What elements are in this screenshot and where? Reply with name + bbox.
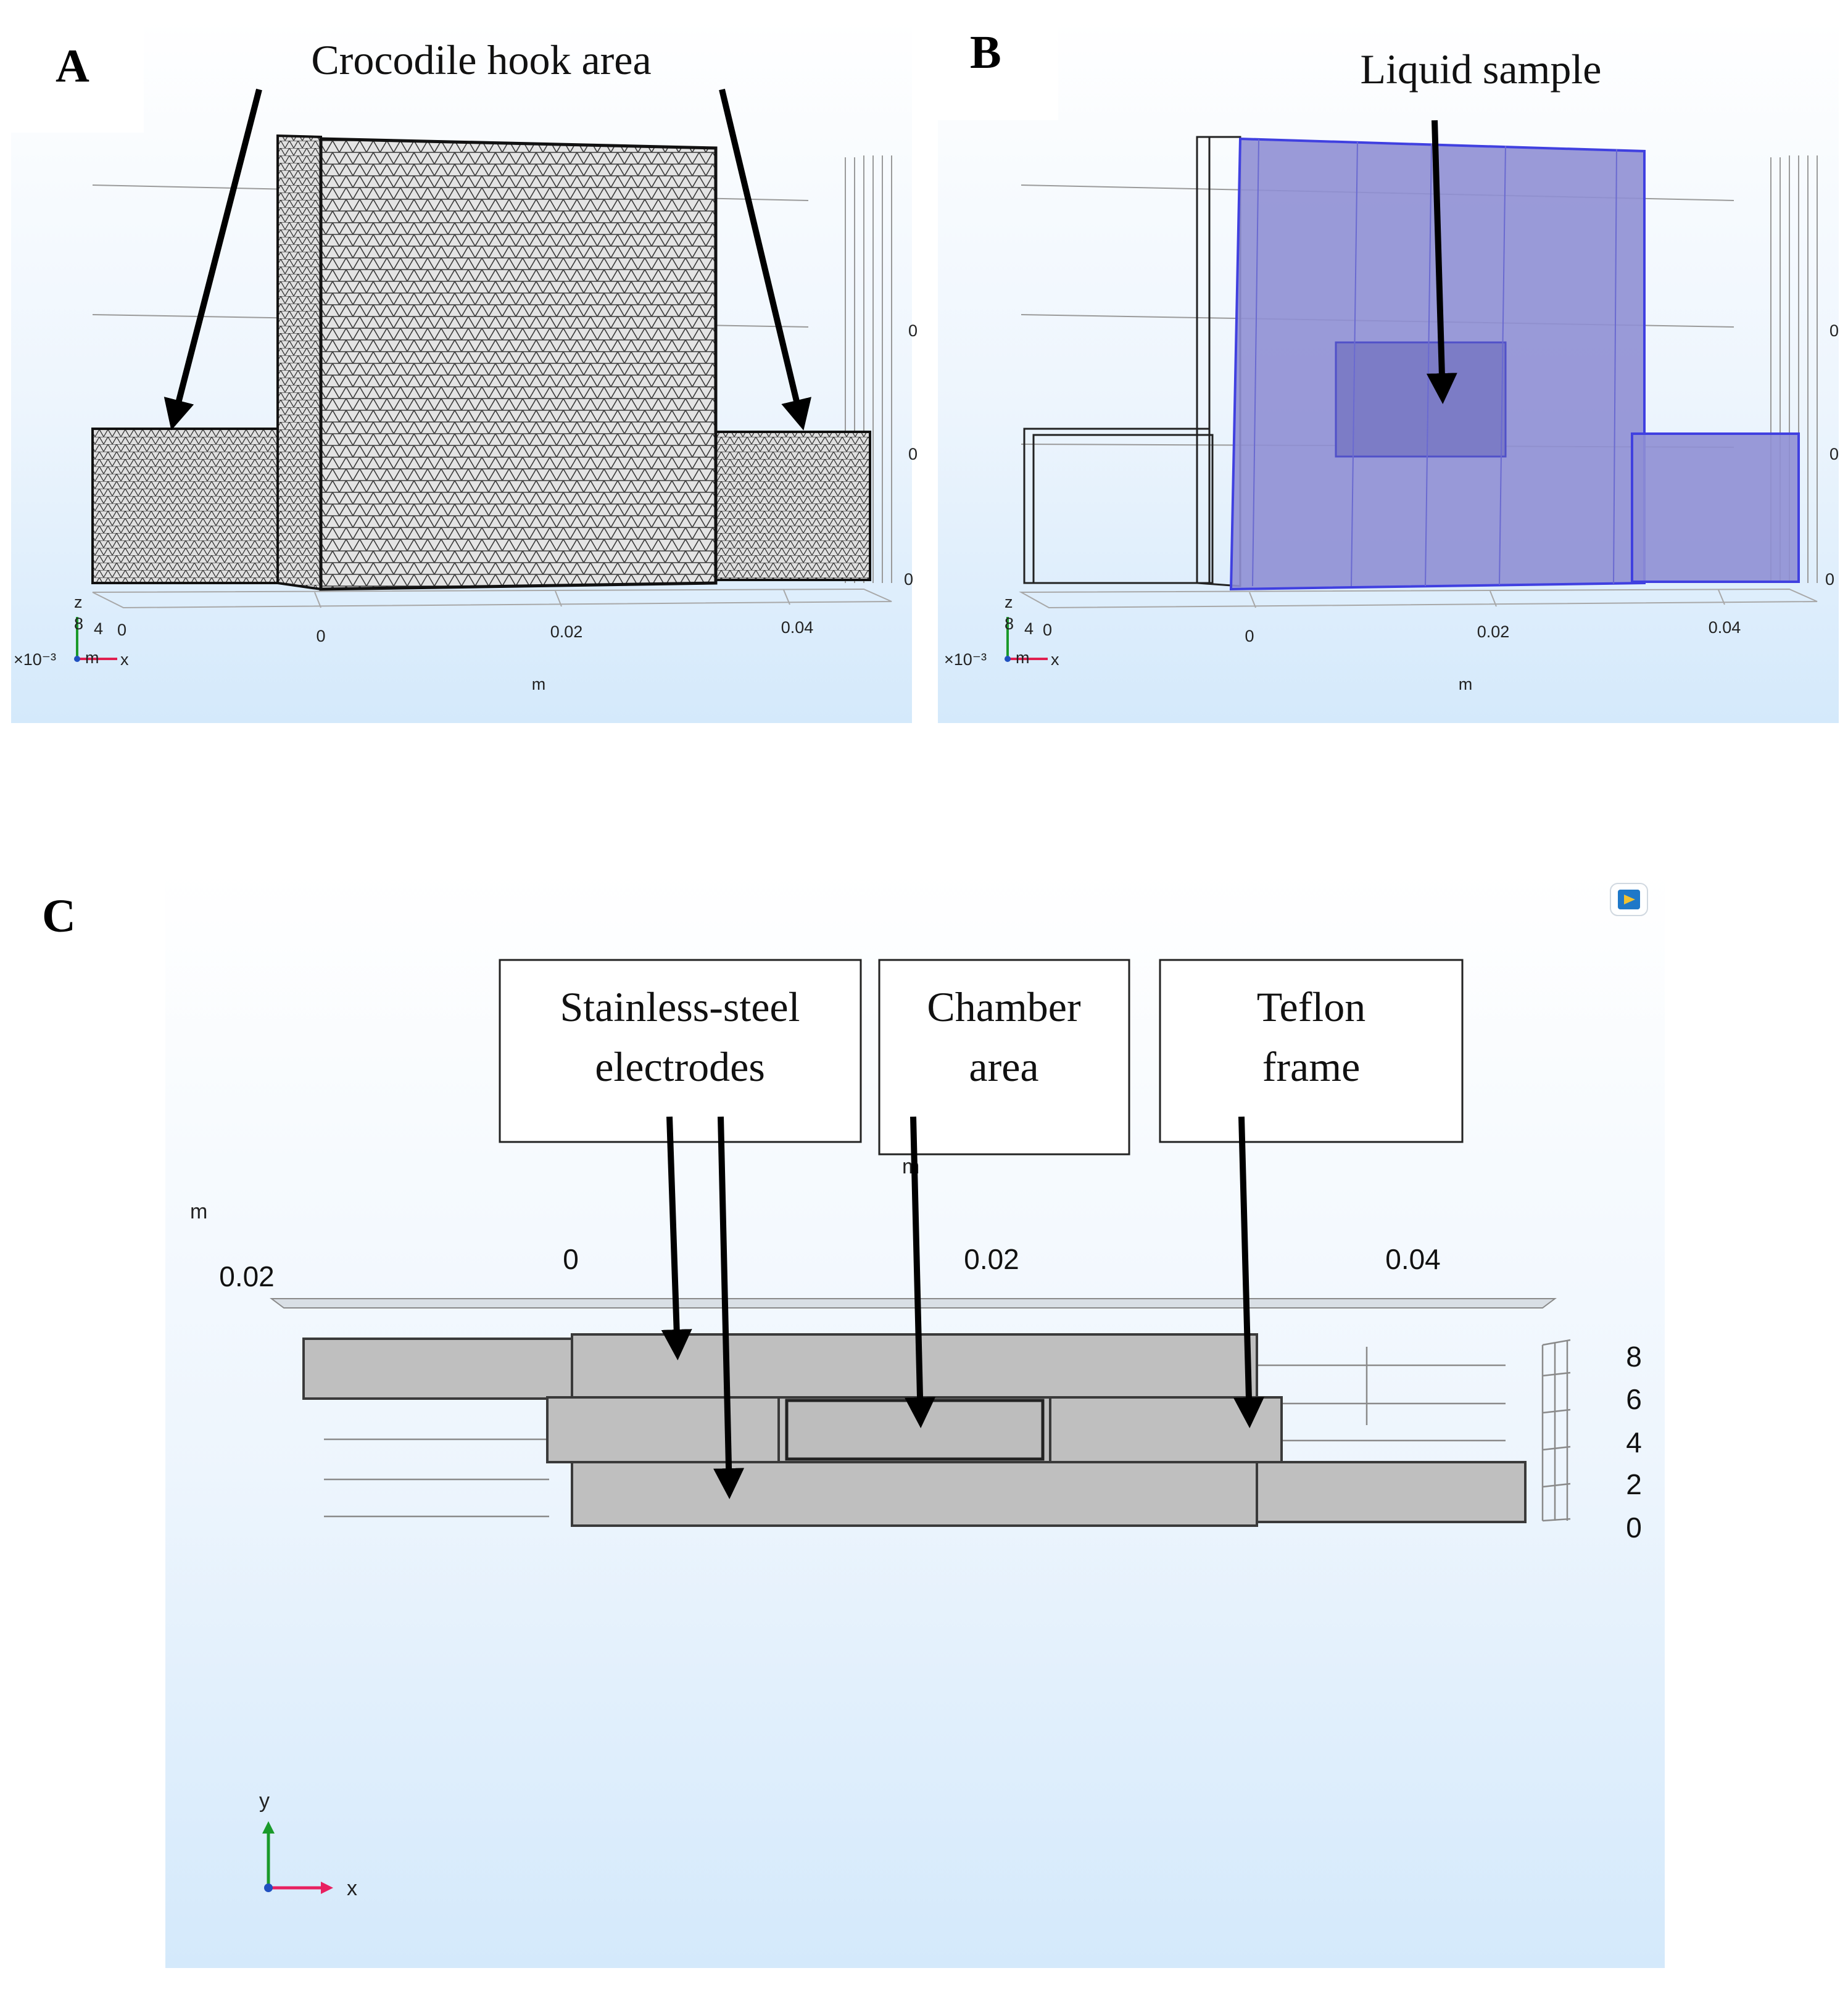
svg-text:4: 4 <box>94 619 103 638</box>
panel-b-tick-x-1: 0.02 <box>1477 622 1510 641</box>
panel-a-right-tick-0: 0 <box>908 321 918 340</box>
panel-a-unit: m <box>532 675 546 693</box>
chamber-inner <box>785 1399 1045 1461</box>
electrodes-arrow-top <box>661 1116 692 1360</box>
electrodes-label-box <box>499 959 862 1143</box>
panel-c-triad-y: y <box>259 1789 270 1813</box>
teflon-arrow <box>1233 1116 1264 1428</box>
panel-b-right-tick-0: 0 <box>1829 321 1839 340</box>
panel-c-tick-x-1: 0 <box>563 1243 579 1275</box>
panel-c-tick-y-2: 4 <box>1626 1426 1642 1458</box>
panel-b-axis-triad: z x ×10⁻³ m 8 4 <box>944 593 1059 669</box>
panel-b-unit: m <box>1459 675 1473 693</box>
svg-text:x: x <box>1051 650 1059 669</box>
panel-a-callout: Crocodile hook area <box>311 36 651 83</box>
panel-a-axis-triad: z x ×10⁻³ m 8 4 <box>14 593 129 669</box>
electrodes-label-line2: electrodes <box>595 1043 765 1090</box>
panel-a-tick-x-2: 0.04 <box>781 618 814 637</box>
panel-c-tick-y-3: 2 <box>1626 1468 1642 1500</box>
panel-a-arrow-right <box>719 88 811 431</box>
svg-text:x: x <box>120 650 129 669</box>
panel-c-tick-y-0: 8 <box>1626 1341 1642 1373</box>
chamber-label-line2: area <box>969 1043 1038 1090</box>
panel-c-triad-x: x <box>347 1877 357 1900</box>
svg-text:8: 8 <box>74 614 83 633</box>
chamber-label-box <box>878 959 1130 1156</box>
svg-text:×10⁻³: ×10⁻³ <box>944 650 987 669</box>
panel-c-axis-triad: y x <box>259 1789 357 1900</box>
panel-b-letter-box <box>938 19 1058 120</box>
panel-b-callout: Liquid sample <box>1361 46 1602 93</box>
panel-a-arrow-left <box>164 88 262 431</box>
panel-a-side-plate-mesh <box>276 134 322 591</box>
panel-a-letter: A <box>56 40 89 92</box>
panel-b-tick-x-0: 0 <box>1245 627 1254 645</box>
panel-a-tick-left: 0 <box>117 621 126 639</box>
panel-c-tick-x-3: 0.04 <box>1385 1243 1441 1275</box>
panel-c-floor-plane <box>270 1298 1557 1309</box>
teflon-left <box>546 1396 780 1463</box>
bottom-electrode-tab <box>1256 1461 1527 1523</box>
panel-c-tick-x-2: 0.02 <box>964 1243 1019 1275</box>
panel-a-main-mesh <box>319 137 718 591</box>
panel-a-tick-x-1: 0.02 <box>550 622 583 641</box>
panel-b-tick-x-2: 0.04 <box>1709 618 1741 637</box>
panel-b-arrow <box>1426 120 1457 404</box>
panel-a-tick-x-0: 0 <box>316 627 325 645</box>
panel-c-geometry <box>302 1333 1527 1527</box>
top-electrode-tab <box>302 1338 573 1400</box>
panel-c-tick-y-1: 6 <box>1626 1383 1642 1415</box>
electrodes-arrow-bottom <box>713 1116 745 1499</box>
panel-a-floor <box>92 588 892 609</box>
svg-text:z: z <box>74 593 83 611</box>
panel-b-liquid-right-tab <box>1631 432 1800 583</box>
svg-text:m: m <box>1016 648 1030 667</box>
panel-a-letter-box <box>11 19 144 133</box>
teflon-label-line1: Teflon <box>1257 983 1366 1030</box>
panel-b: B Liquid sample <box>938 19 1839 723</box>
chamber-arrow <box>905 1116 936 1428</box>
chamber-label-line1: Chamber <box>927 983 1081 1030</box>
panel-a-left-hook-mesh <box>91 428 279 584</box>
panel-c-gridlines <box>324 1339 1571 1522</box>
panel-a-right-hook-mesh <box>702 431 871 581</box>
svg-text:8: 8 <box>1005 614 1014 633</box>
panel-b-right-tick-2: 0 <box>1825 570 1834 589</box>
panel-b-liquid-internal-lines <box>1252 139 1617 587</box>
panel-a-right-tick-2: 0 <box>904 570 913 589</box>
panel-c-tick-x-0: 0.02 <box>219 1260 275 1292</box>
panel-a: A Crocodile hook area 0 0 0.02 <box>11 19 918 723</box>
electrodes-label-line1: Stainless-steel <box>560 983 800 1030</box>
app-logo-icon <box>1610 883 1648 916</box>
panel-c-letter: C <box>42 890 76 942</box>
panel-b-chamber-inner <box>1335 341 1507 458</box>
bottom-electrode <box>571 1461 1258 1527</box>
panel-c: C Stainless-steel electrodes Chamber are… <box>42 870 1665 1968</box>
panel-a-right-tick-1: 0 <box>908 445 918 463</box>
svg-text:m: m <box>85 648 99 667</box>
svg-text:×10⁻³: ×10⁻³ <box>14 650 56 669</box>
panel-b-tick-left: 0 <box>1043 621 1052 639</box>
panel-b-letter: B <box>970 27 1001 78</box>
panel-b-right-tick-1: 0 <box>1829 445 1839 463</box>
panel-b-floor <box>1019 588 1818 609</box>
svg-text:z: z <box>1005 593 1013 611</box>
panel-c-tick-y-4: 0 <box>1626 1511 1642 1544</box>
svg-text:4: 4 <box>1024 619 1034 638</box>
teflon-label-box <box>1159 959 1464 1143</box>
panel-c-unit-top-left: m <box>190 1200 207 1223</box>
teflon-label-line2: frame <box>1262 1043 1361 1090</box>
